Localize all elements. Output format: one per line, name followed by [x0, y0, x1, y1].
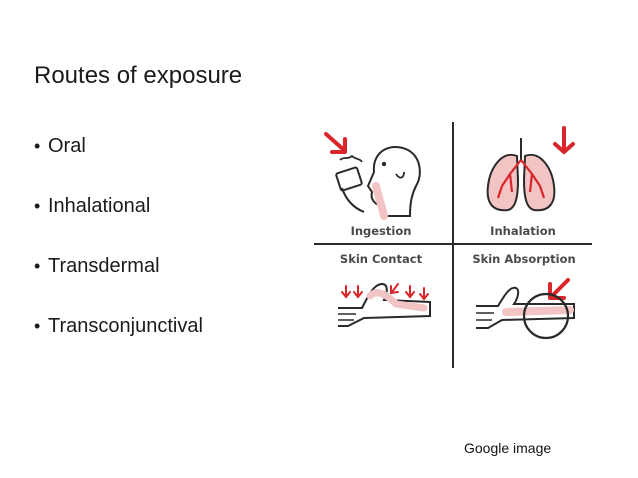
- bullet-text: Transconjunctival: [48, 315, 203, 337]
- bullet-item: • Inhalational: [34, 190, 203, 250]
- bullet-dot: •: [34, 196, 41, 216]
- bullet-text: Transdermal: [48, 255, 160, 277]
- quadrant-label-ingestion: Ingestion: [351, 224, 412, 238]
- ingestion-icon: Ingestion: [324, 132, 421, 238]
- bullet-item: • Transconjunctival: [34, 310, 203, 370]
- bullet-dot: •: [34, 316, 41, 336]
- bullet-text: Inhalational: [48, 195, 151, 217]
- quadrant-label-inhalation: Inhalation: [490, 224, 556, 238]
- bullet-list: • Oral • Inhalational • Transdermal • Transc…: [34, 130, 203, 370]
- bullet-item: • Transdermal: [34, 250, 203, 310]
- image-caption: Google image: [464, 440, 552, 456]
- slide-title: Routes of exposure: [34, 62, 243, 89]
- bullet-dot: •: [34, 136, 41, 156]
- skin-contact-icon: Skin Contact: [338, 252, 431, 327]
- bullet-text: Oral: [48, 135, 86, 157]
- exposure-routes-figure: Ingestion Inhalation Skin Contact: [314, 122, 592, 368]
- bullet-dot: •: [34, 256, 41, 276]
- lungs-icon: Inhalation: [486, 126, 575, 238]
- quadrant-label-skin-absorption: Skin Absorption: [472, 252, 575, 266]
- skin-absorption-icon: Skin Absorption: [472, 252, 576, 340]
- bullet-item: • Oral: [34, 130, 203, 190]
- quadrant-label-skin-contact: Skin Contact: [340, 252, 423, 266]
